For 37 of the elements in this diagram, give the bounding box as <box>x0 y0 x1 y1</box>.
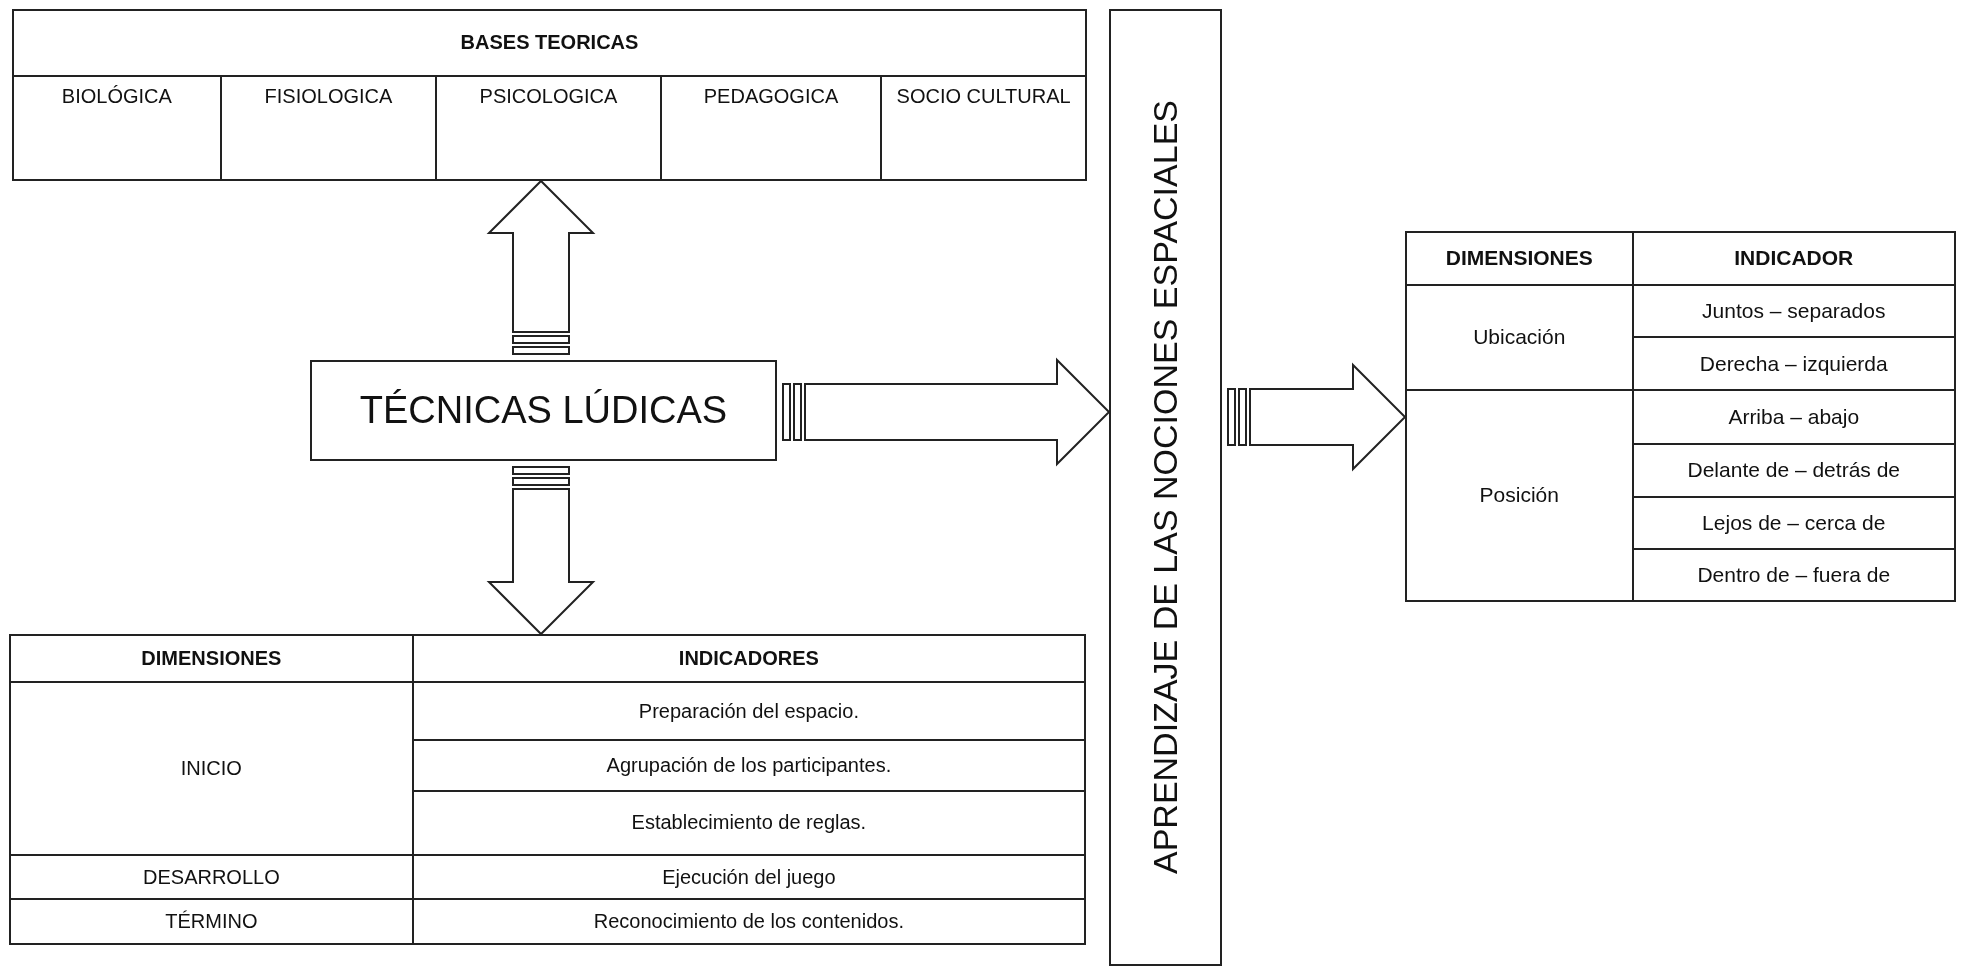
table-header-cell: INDICADORES <box>413 636 1084 681</box>
box-title: TÉCNICAS LÚDICAS <box>359 389 728 432</box>
table-cell: Agrupación de los participantes. <box>413 741 1084 790</box>
table-header-cell: INDICADOR <box>1633 233 1954 284</box>
box-title: APRENDIZAJE DE LAS NOCIONES ESPACIALES <box>1146 100 1185 875</box>
table <box>9 634 1086 945</box>
table-cell: FISIOLOGICA <box>221 76 436 179</box>
table-cell: Juntos – separados <box>1633 285 1954 337</box>
table-cell: Posición <box>1407 391 1632 600</box>
table-cell: Establecimiento de reglas. <box>413 791 1084 854</box>
table-header-cell: DIMENSIONES <box>1407 233 1632 284</box>
table-cell: SOCIO CULTURAL <box>882 76 1085 179</box>
block-arrow <box>486 466 596 636</box>
table-cell: Preparación del espacio. <box>413 682 1084 740</box>
table-cell: Ubicación <box>1407 285 1632 390</box>
table-cell: Ejecución del juego <box>413 856 1084 898</box>
table-cell: Arriba – abajo <box>1633 391 1954 443</box>
table-cell: Delante de – detrás de <box>1633 444 1954 496</box>
table-header-cell: BASES TEORICAS <box>14 11 1085 75</box>
table-cell: Reconocimiento de los contenidos. <box>413 900 1084 943</box>
block-arrow <box>1227 362 1407 472</box>
table-cell: Lejos de – cerca de <box>1633 497 1954 549</box>
table-cell: INICIO <box>11 682 412 854</box>
table <box>1405 231 1956 602</box>
process-box <box>310 360 777 461</box>
table-cell: TÉRMINO <box>11 900 412 943</box>
table-cell: DESARROLLO <box>11 856 412 898</box>
table-cell: Dentro de – fuera de <box>1633 550 1954 600</box>
table-cell: BIOLÓGICA <box>14 76 220 179</box>
block-arrow <box>782 357 1111 467</box>
block-arrow <box>486 179 596 355</box>
table <box>12 9 1087 181</box>
table-header-cell: DIMENSIONES <box>11 636 412 681</box>
vertical-label-box <box>1109 9 1222 966</box>
table-cell: PSICOLOGICA <box>437 76 660 179</box>
table-cell: PEDAGOGICA <box>661 76 881 179</box>
table-cell: Derecha – izquierda <box>1633 338 1954 390</box>
